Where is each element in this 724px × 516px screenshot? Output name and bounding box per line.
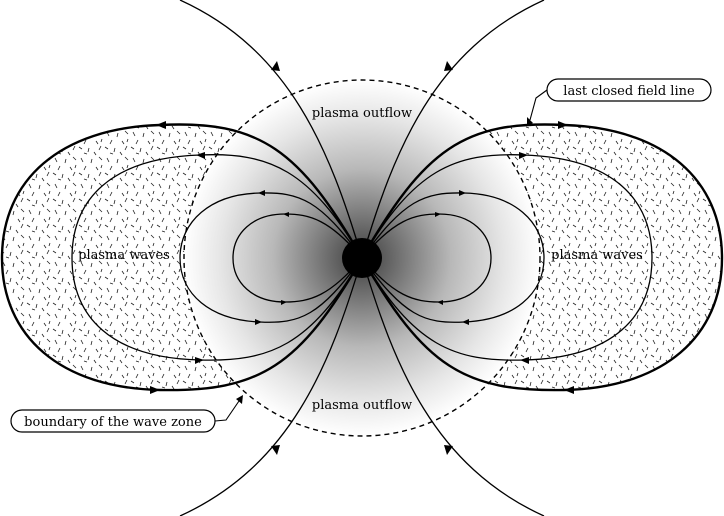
arrow-left-3-bottom — [195, 357, 204, 364]
arrow-open-top-right — [444, 61, 453, 71]
arrow-lcfl-right-bottom — [564, 386, 574, 394]
label-plasma-outflow-top: plasma outflow — [312, 106, 412, 121]
arrowheads — [150, 61, 574, 455]
label-plasma-outflow-bottom: plasma outflow — [312, 398, 412, 413]
field-line-right-2 — [361, 192, 545, 323]
field-line-left-1 — [232, 213, 363, 303]
arrow-right-1-top — [435, 212, 441, 217]
callout-last-closed-arrow — [527, 117, 533, 126]
arrow-left-2-bottom — [255, 319, 262, 325]
arrow-open-bottom-left — [271, 445, 280, 455]
last-closed-field-line-right — [360, 123, 724, 392]
arrow-open-top-left — [271, 61, 280, 71]
callout-last-closed-leader — [529, 89, 548, 121]
callout-last-closed-text: last closed field line — [563, 84, 695, 99]
field-line-right-3 — [361, 154, 653, 361]
arrow-right-3-bottom — [520, 357, 529, 364]
last-closed-field-line-left — [0, 123, 364, 392]
open-field-line-bottom-left — [179, 257, 363, 516]
callout-boundary-arrow — [236, 395, 243, 404]
open-field-line-top-left — [179, 0, 363, 259]
arrow-left-1-top — [283, 212, 289, 217]
arrow-left-1-bottom — [281, 300, 287, 305]
arrow-right-3-top — [519, 152, 528, 159]
open-field-line-bottom-right — [361, 257, 545, 516]
field-line-left-3 — [71, 154, 363, 361]
arrow-lcfl-left-top — [156, 121, 166, 129]
arrow-open-bottom-right — [444, 445, 453, 455]
label-plasma-waves-right: plasma waves — [551, 248, 643, 263]
field-line-left-2 — [179, 192, 363, 323]
callout-boundary-leader — [214, 400, 240, 422]
central-star — [342, 238, 382, 278]
callout-boundary-text: boundary of the wave zone — [24, 415, 202, 430]
arrow-lcfl-left-bottom — [150, 386, 160, 394]
label-plasma-waves-left: plasma waves — [78, 248, 170, 263]
field-line-right-1 — [361, 213, 492, 303]
arrow-lcfl-right-top — [558, 121, 568, 129]
arrow-left-2-top — [258, 190, 265, 196]
arrow-right-1-bottom — [437, 300, 443, 305]
arrow-left-3-top — [196, 152, 205, 159]
arrow-right-2-top — [459, 190, 466, 196]
open-field-line-top-right — [361, 0, 545, 259]
wave-zone-boundary — [183, 79, 541, 437]
arrow-right-2-bottom — [462, 319, 469, 325]
